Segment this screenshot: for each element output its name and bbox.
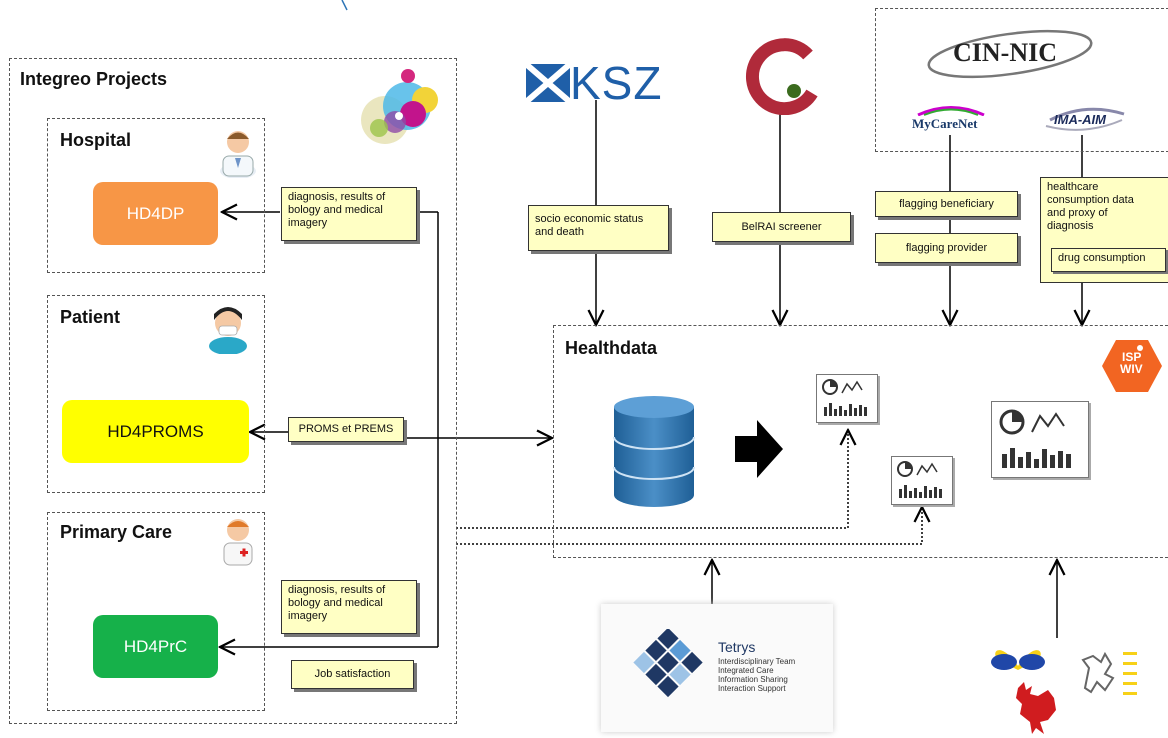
primary-data-note: diagnosis, results of bology and medical… <box>281 580 417 634</box>
nurse-icon <box>223 519 253 566</box>
integreo-projects-group <box>9 58 457 724</box>
tetrys-tagline-line: Interdisciplinary Team <box>718 657 796 666</box>
healthcare-consumption-note: healthcare consumption data and proxy of… <box>1040 177 1168 283</box>
doctor-icon <box>220 131 256 178</box>
dotted-link-chart-1 <box>456 430 848 529</box>
chart-icon-small-2 <box>891 456 953 505</box>
ima-aim-logo: IMA-AIM <box>1042 100 1128 134</box>
ima-aim-label: IMA-AIM <box>1054 112 1106 127</box>
hospital-group <box>47 118 265 273</box>
job-satisfaction-note: Job satisfaction <box>291 660 414 689</box>
tetrys-name: Tetrys <box>718 639 756 655</box>
patient-group <box>47 295 265 493</box>
belrai-logo-icon <box>746 38 818 115</box>
dotted-link-chart-2 <box>456 507 922 545</box>
wiv-label: WIV <box>1120 362 1143 376</box>
primary-care-title: Primary Care <box>60 522 173 542</box>
belrai-note: BelRAI screener <box>712 212 851 242</box>
integreo-logo-icon <box>361 69 438 144</box>
healthcare-consumption-label: healthcare consumption data and proxy of… <box>1047 181 1134 232</box>
flagging-provider-note: flagging provider <box>875 233 1018 263</box>
tetrys-tagline-line: Interaction Support <box>718 684 786 693</box>
tetrys-tagline: Interdisciplinary Team Integrated Care I… <box>718 657 795 693</box>
cin-nic-swoosh-icon <box>927 29 1093 79</box>
tetrys-tagline-line: Information Sharing <box>718 675 788 684</box>
dashboard-chart-icon <box>897 461 942 498</box>
processing-arrow-icon <box>735 420 783 478</box>
partial-glyph <box>341 0 348 11</box>
mycarenet-arc-icon <box>917 106 985 116</box>
isp-wiv-logo: ISP WIV <box>1102 338 1162 394</box>
healthdata-group <box>553 325 1168 558</box>
drug-consumption-note: drug consumption <box>1051 248 1166 272</box>
proms-prems-note: PROMS et PREMS <box>288 417 404 442</box>
cin-nic-group <box>875 8 1168 152</box>
flagging-beneficiary-note: flagging beneficiary <box>875 191 1018 217</box>
chart-icon-small-1 <box>816 374 878 423</box>
mycarenet-logo: MyCareNet <box>910 104 992 132</box>
database-icon <box>613 396 695 507</box>
hospital-data-note: diagnosis, results of bology and medical… <box>281 187 417 241</box>
flanders-lion-logo-icon <box>1081 651 1137 695</box>
ksz-logo: KSZ <box>526 58 666 108</box>
healthdata-title: Healthdata <box>565 338 658 358</box>
cin-nic-logo: CIN-NIC <box>925 28 1095 80</box>
hd4proms-node[interactable]: HD4PROMS <box>62 400 249 463</box>
patient-icon <box>209 307 247 354</box>
cin-nic-label: CIN-NIC <box>953 38 1057 67</box>
dashboard-chart-icon <box>822 379 867 416</box>
tetrys-logo: Tetrys Interdisciplinary Team Integrated… <box>601 604 833 732</box>
primary-care-group <box>47 512 265 711</box>
wallonia-rooster-logo-icon <box>1016 682 1056 734</box>
patient-title: Patient <box>60 307 121 327</box>
isp-wiv-hexagon-icon <box>1102 340 1162 392</box>
tetrys-diamond-icon <box>633 629 703 698</box>
ima-aim-swoosh-icon <box>1045 107 1125 131</box>
ksz-flag-icon <box>526 64 570 102</box>
hd4prc-node[interactable]: HD4PrC <box>93 615 218 678</box>
ksz-label: KSZ <box>570 57 663 109</box>
isp-label: ISP <box>1122 350 1142 364</box>
mycarenet-label: MyCareNet <box>912 116 978 131</box>
chart-icon-large <box>991 401 1089 478</box>
hospital-title: Hospital <box>60 130 132 150</box>
dashboard-chart-icon <box>999 409 1071 468</box>
brussels-region-logo-icon <box>991 650 1045 670</box>
socio-economic-note: socio economic status and death <box>528 205 669 251</box>
integreo-projects-title: Integreo Projects <box>20 69 168 89</box>
tetrys-tagline-line: Integrated Care <box>718 666 774 675</box>
hd4dp-node[interactable]: HD4DP <box>93 182 218 245</box>
